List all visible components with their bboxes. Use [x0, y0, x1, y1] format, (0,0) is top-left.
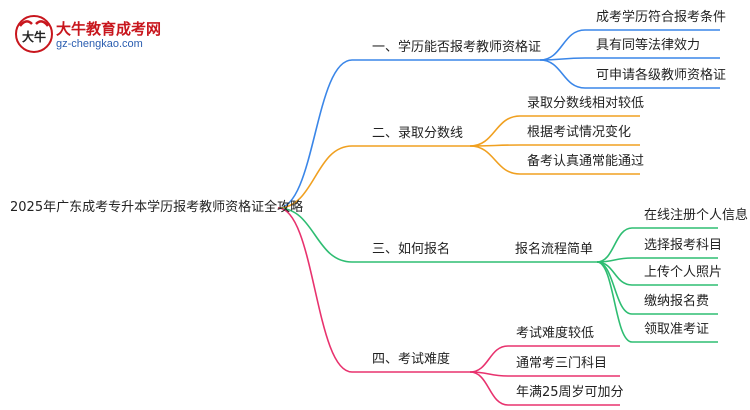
leaf-label-2-2: 根据考试情况变化: [527, 125, 632, 140]
branch-label-2: 二、录取分数线: [372, 126, 464, 141]
leaf-connector-3-1: [596, 227, 633, 263]
leaf-label-3-4: 缴纳报名费: [644, 294, 710, 309]
branch-label-1: 一、学历能否报考教师资格证: [372, 40, 542, 55]
leaf-label-3-5: 领取准考证: [644, 322, 710, 337]
leaf-connector-4-1: [469, 345, 509, 373]
leaf-connector-1-3: [539, 59, 586, 89]
leaf-connector-3-5: [596, 261, 633, 343]
leaf-connector-4-3: [469, 371, 509, 406]
leaf-label-4-1: 考试难度较低: [516, 326, 595, 341]
leaf-label-2-1: 录取分数线相对较低: [527, 96, 645, 111]
site-logo[interactable]: 大牛 大牛教育成考网 gz-chengkao.com: [14, 14, 164, 54]
logo-mark-text: 大牛: [22, 29, 46, 44]
leaf-label-1-2: 具有同等法律效力: [596, 38, 701, 53]
branch-connector-3: [277, 207, 353, 263]
ox-logo-icon: 大牛: [15, 15, 53, 53]
branch-label-3: 三、如何报名: [372, 242, 451, 257]
branch-label-4: 四、考试难度: [372, 352, 451, 367]
leaf-connector-2-3: [469, 145, 521, 175]
branch-connector-1: [277, 59, 353, 209]
root-topic: 2025年广东成考专升本学历报考教师资格证全攻略: [10, 200, 304, 215]
leaf-label-4-3: 年满25周岁可加分: [516, 385, 624, 400]
logo-url: gz-chengkao.com: [56, 38, 143, 50]
branch-connector-2: [277, 145, 353, 209]
leaf-label-2-3: 备考认真通常能通过: [527, 154, 645, 169]
logo-title: 大牛教育成考网: [56, 20, 162, 38]
leaf-label-3-3: 上传个人照片: [644, 265, 723, 280]
leaf-label-4-2: 通常考三门科目: [516, 356, 608, 371]
leaf-label-1-1: 成考学历符合报考条件: [596, 10, 727, 25]
branch-connector-4: [277, 207, 353, 373]
leaf-connector-3-4: [596, 261, 633, 315]
leaf-connector-1-1: [539, 29, 586, 61]
sub-branch-label: 报名流程简单: [515, 242, 594, 257]
leaf-label-3-1: 在线注册个人信息: [644, 208, 749, 223]
leaf-label-3-2: 选择报考科目: [644, 238, 723, 253]
leaf-connector-2-1: [469, 115, 521, 147]
leaf-label-1-3: 可申请各级教师资格证: [596, 68, 727, 83]
